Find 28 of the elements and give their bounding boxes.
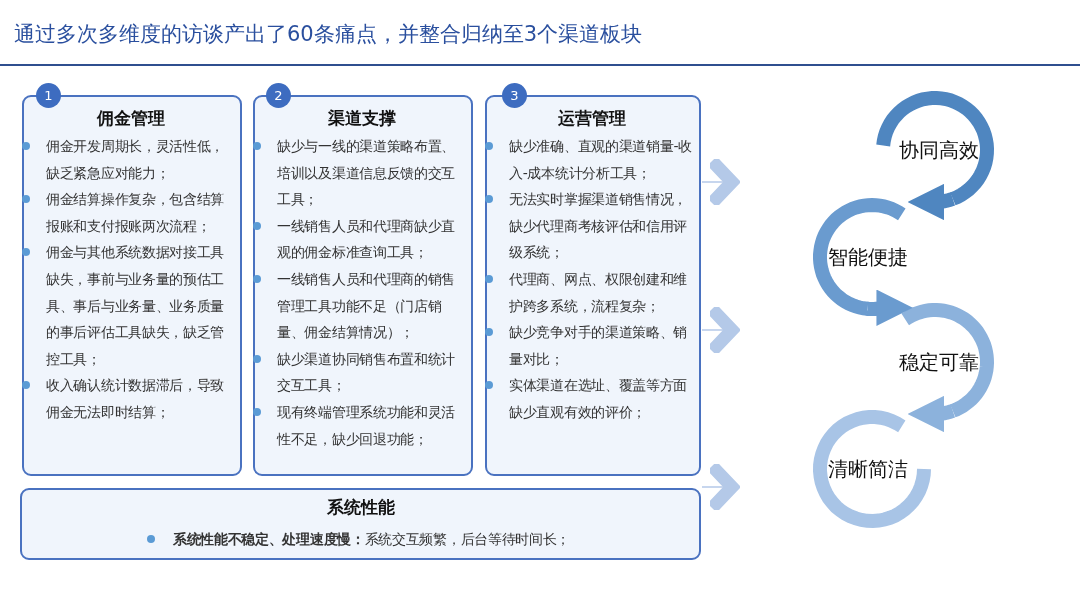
bullet-text: 实体渠道在选址、覆盖等方面缺少直观有效的评价； (509, 376, 689, 422)
bullet-text: 佣金与其他系统数据对接工具缺失，事前与业务量的预估工具、事后与业务量、业务质量的事后评估工具缺失，缺乏管控工具； (46, 243, 226, 369)
number-badge: 1 (36, 83, 61, 108)
bullet-text: 一线销售人员和代理商缺少直观的佣金标准查询工具； (277, 216, 457, 263)
bullet-text: 收入确认统计数据滞后，导致佣金无法即时结算； (46, 376, 226, 422)
panel-heading: 运营管理 (558, 107, 626, 130)
bullet-text: 一线销售人员和代理商的销售管理工具功能不足（门店销量、佣金结算情况）； (277, 269, 457, 343)
number-badge: 2 (266, 83, 291, 108)
ring-label: 协同高效 (899, 138, 979, 162)
panel-heading: 系统性能 (326, 496, 395, 519)
bullet-text: 缺少与一线的渠道策略布置、培训以及渠道信息反馈的交互工具； (277, 137, 457, 210)
bullet-text: 佣金开发周期长，灵活性低，缺乏紧急应对能力； (46, 137, 226, 183)
ring-label: 智能便捷 (828, 245, 908, 269)
bullet-text: 缺少渠道协同销售布置和统计交互工具； (277, 349, 457, 396)
bullet-text: 代理商、网点、权限创建和维护跨多系统，流程复杂； (509, 269, 689, 316)
category-panel (20, 488, 701, 560)
number-badge: 3 (502, 83, 527, 108)
ring-label: 稳定可靠 (899, 350, 979, 374)
bullet-text: 现有终端管理系统功能和灵活性不足，缺少回退功能； (277, 402, 457, 449)
ring-label: 清晰简洁 (828, 457, 908, 481)
bullet-text: 佣金结算操作复杂，包含结算报账和支付报账两次流程； (46, 190, 226, 236)
bullet-text: 系统性能不稳定、处理速度慢：系统交互频繁，后台等待时间长； (172, 530, 571, 549)
slide-title: 通过多次多维度的访谈产出了60条痛点，并整合归纳至3个渠道板块 (14, 21, 643, 48)
bullet-text: 无法实时掌握渠道销售情况，缺少代理商考核评估和信用评级系统； (509, 190, 689, 263)
panel-heading: 渠道支撑 (328, 107, 396, 130)
bullet-text: 缺少竞争对手的渠道策略、销量对比； (509, 323, 689, 369)
panel-heading: 佣金管理 (97, 107, 165, 130)
bullet-text: 缺少准确、直观的渠道销量-收入-成本统计分析工具； (509, 137, 693, 183)
